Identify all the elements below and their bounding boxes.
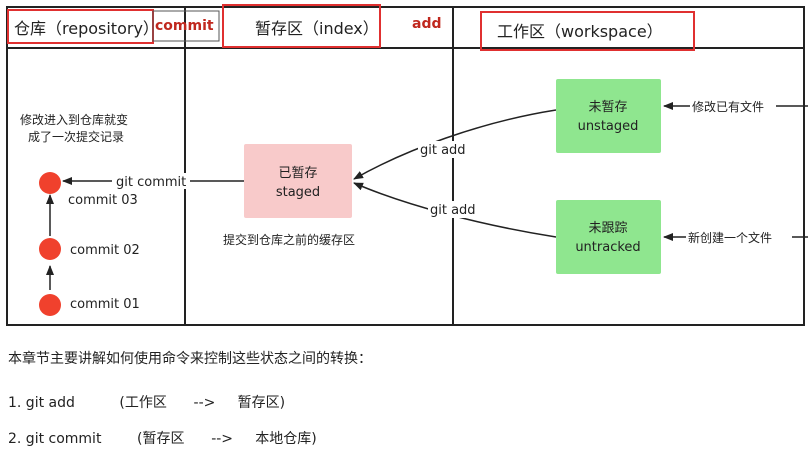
- git-add-arrow-unstaged: [353, 109, 557, 180]
- commit-02-label: commit 02: [70, 243, 140, 258]
- commit-01-dot: [39, 294, 61, 316]
- index-header-box: [222, 4, 381, 48]
- index-title: 暂存区（index）: [255, 19, 379, 38]
- staged-caption: 提交到仓库之前的缓存区: [223, 232, 355, 247]
- workspace-title: 工作区（workspace）: [497, 22, 663, 41]
- unstaged-label-en: unstaged: [578, 119, 639, 134]
- repository-note-line2: 成了一次提交记录: [28, 129, 124, 144]
- modified-file-label: 修改已有文件: [692, 99, 764, 114]
- git-commit-label-bg: [112, 173, 190, 189]
- untracked-label-en: untracked: [575, 240, 640, 255]
- new-file-label: 新创建一个文件: [688, 230, 772, 245]
- git-add-label-1: git add: [420, 143, 466, 158]
- staged-label-en: staged: [276, 185, 320, 200]
- workspace-header-box: [480, 11, 695, 51]
- unstaged-label-zh: 未暂存: [588, 100, 627, 115]
- modified-file-label-bg: [690, 98, 776, 114]
- unstaged-box: [556, 79, 661, 153]
- notes-item-git-add: 1. git add (工作区 --> 暂存区): [8, 395, 286, 411]
- git-add-label-2-bg: [428, 201, 480, 218]
- git-workflow-diagram: 仓库（repository） commit 暂存区（index） add 工作区…: [6, 4, 808, 326]
- untracked-label-zh: 未跟踪: [588, 221, 627, 236]
- repository-note-line1: 修改进入到仓库就变: [20, 112, 128, 127]
- commit-01-label: commit 01: [70, 297, 140, 312]
- repository-title: 仓库（repository）: [14, 19, 159, 38]
- diagram-frame: [6, 6, 805, 326]
- notes-intro: 本章节主要讲解如何使用命令来控制这些状态之间的转换：: [8, 351, 372, 367]
- git-add-label-1-bg: [418, 141, 480, 158]
- add-edge-label: add: [412, 16, 442, 32]
- staged-box: [244, 144, 352, 218]
- new-file-label-bg: [686, 229, 792, 245]
- commit-header-box: [152, 10, 220, 42]
- commit-02-dot: [39, 238, 61, 260]
- notes-item-git-commit: 2. git commit (暂存区 --> 本地仓库): [8, 431, 317, 447]
- commit-03-label: commit 03: [68, 193, 138, 208]
- git-add-label-2: git add: [430, 203, 476, 218]
- commit-03-dot: [39, 172, 61, 194]
- untracked-box: [556, 200, 661, 274]
- git-commit-label: git commit: [116, 175, 186, 190]
- staged-label-zh: 已暂存: [278, 166, 317, 181]
- commit-edge-label: commit: [155, 18, 214, 34]
